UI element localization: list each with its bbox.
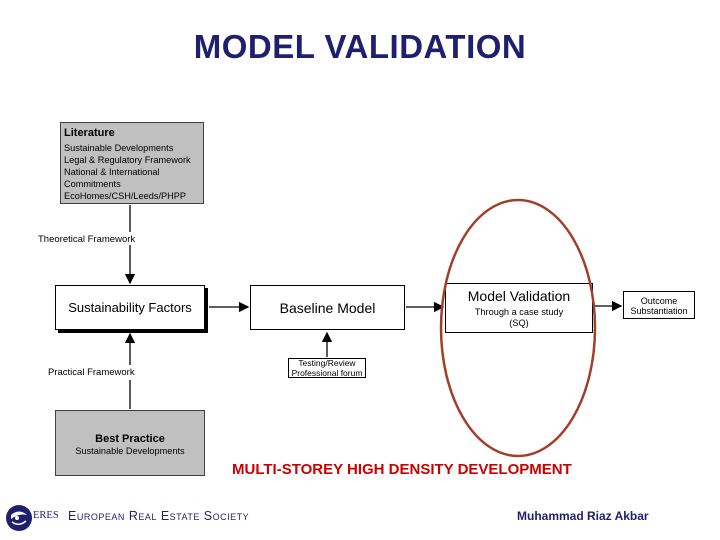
page-title: MODEL VALIDATION	[193, 28, 527, 65]
model-validation-subtitle-2: (SQ)	[509, 318, 529, 328]
testing-review-box: Testing/Review Professional forum	[288, 358, 366, 378]
eres-text: ERES	[33, 510, 59, 521]
model-validation-box: Model Validation Through a case study (S…	[445, 283, 593, 333]
best-practice-box: Best Practice Sustainable Developments	[55, 410, 205, 476]
model-validation-title: Model Validation	[467, 288, 571, 304]
practical-framework-label: Practical Framework	[48, 367, 135, 378]
author-name: Muhammad Riaz Akbar	[517, 509, 649, 523]
literature-item: Commitments	[64, 179, 121, 189]
society-name: European Real Estate Society	[68, 509, 250, 523]
literature-item: Legal & Regulatory Framework	[64, 155, 191, 165]
best-practice-sub: Sustainable Developments	[75, 446, 185, 456]
literature-item: National & International	[64, 167, 160, 177]
literature-item: Sustainable Developments	[64, 143, 174, 153]
literature-heading: Literature	[64, 127, 115, 139]
best-practice-heading: Best Practice	[95, 433, 165, 445]
development-heading: MULTI-STOREY HIGH DENSITY DEVELOPMENT	[232, 461, 572, 478]
baseline-model-box: Baseline Model	[250, 285, 405, 330]
literature-item: EcoHomes/CSH/Leeds/PHPP	[64, 191, 187, 201]
testing-line-2: Professional forum	[291, 367, 363, 378]
model-validation-subtitle: Through a case study	[474, 307, 564, 317]
theoretical-framework-label: Theoretical Framework	[38, 234, 136, 245]
testing-line: Testing/Review	[298, 358, 356, 368]
outcome-line: Outcome	[640, 296, 678, 306]
sustainability-factors-box: Sustainability Factors	[55, 285, 205, 330]
outcome-line-2: Substantiation	[630, 306, 688, 316]
outcome-box: Outcome Substantiation	[623, 291, 695, 319]
eres-logo-icon	[6, 505, 32, 531]
highlight-ellipse	[439, 198, 597, 458]
literature-box: Literature Sustainable Developments Lega…	[60, 122, 204, 204]
